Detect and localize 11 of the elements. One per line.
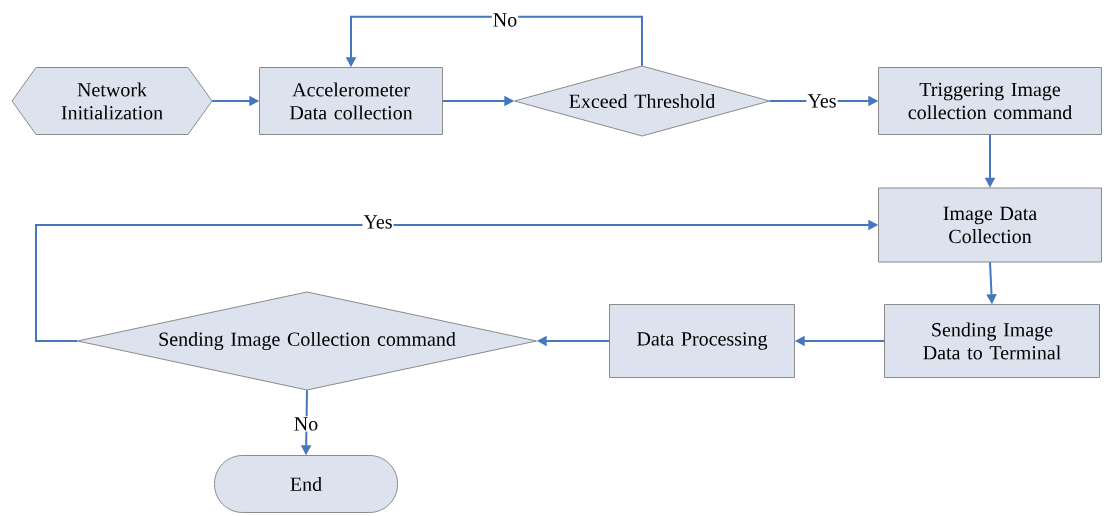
end-terminal: End (214, 455, 398, 513)
process-box: Triggering Image collection command (878, 67, 1102, 135)
edge-label: Yes (806, 93, 838, 109)
process-box: Image Data Collection (878, 187, 1102, 263)
process-box: Data Processing (609, 304, 795, 378)
start-hexagon: Network Initialization (11, 67, 213, 135)
edge-label: No (491, 12, 519, 28)
process-box: Sending Image Data to Terminal (884, 304, 1100, 378)
edge-label: Yes (362, 214, 394, 230)
process-box: Accelerometer Data collection (259, 67, 443, 135)
edge-label: No (292, 416, 320, 432)
